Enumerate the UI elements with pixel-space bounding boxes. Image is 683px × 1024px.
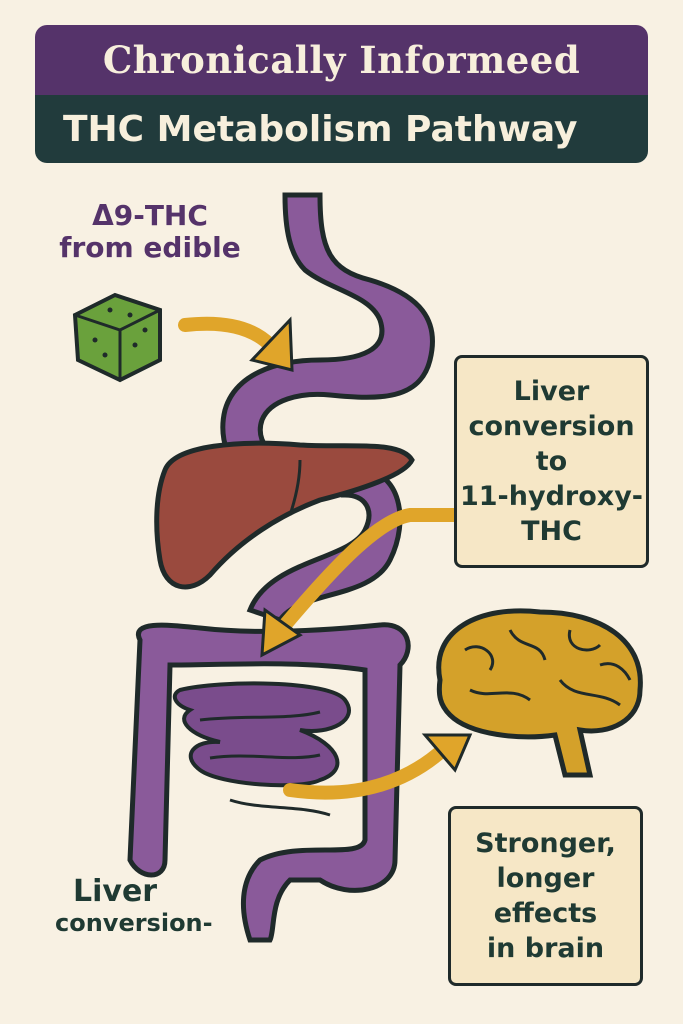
small-intestine — [172, 681, 351, 788]
bottom-label-line1: Liver — [73, 874, 158, 909]
brain-box-line4: in brain — [486, 933, 605, 965]
brain-box-line2: longer — [496, 862, 595, 894]
arrow-liver-to-intestine — [278, 508, 462, 632]
arrow-intestine-to-brain — [283, 741, 452, 800]
bottom-label-line2: conversion- — [55, 908, 213, 937]
edible-cube-icon — [72, 292, 162, 383]
brand-title: Chronically Informeed — [35, 25, 648, 95]
brain-effects-box: Stronger, longer effects in brain — [448, 806, 643, 986]
brain-icon — [436, 608, 643, 778]
liver — [154, 440, 415, 590]
liver-box-line1: Liver — [513, 375, 590, 407]
brain-box-line1: Stronger, — [475, 827, 616, 859]
source-label-line2: from edible — [59, 231, 241, 265]
brain-box-line3: effects — [493, 898, 598, 929]
arrow-edible-to-stomach — [178, 316, 277, 352]
liver-box-line5: THC — [521, 516, 582, 548]
liver-box-line2: conversion — [468, 410, 635, 442]
source-label-line1: Δ9-THC — [92, 199, 208, 232]
liver-box-line3: to — [535, 445, 568, 477]
large-intestine — [127, 622, 411, 943]
liver-box-line4: 11-hydroxy- — [459, 481, 643, 513]
source-label: Δ9-THC from edible — [50, 199, 250, 265]
liver-conversion-box: Liver conversion to 11-hydroxy- THC — [454, 355, 649, 568]
bottom-label: Liver conversion- — [55, 874, 235, 937]
header: Chronically Informeed THC Metabolism Pat… — [35, 25, 648, 163]
page-title: THC Metabolism Pathway — [35, 95, 648, 163]
